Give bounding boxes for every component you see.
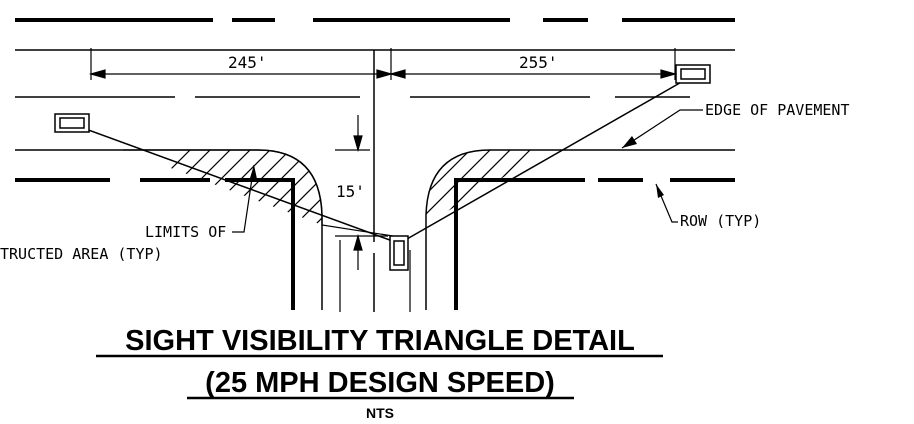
detail-title: SIGHT VISIBILITY TRIANGLE DETAIL [125, 325, 635, 357]
bottom-edge-of-pavement-right [425, 149, 735, 310]
limits-label-line2: TRUCTED AREA (TYP) [0, 245, 163, 263]
detail-subtitle: (25 MPH DESIGN SPEED) [205, 367, 555, 399]
row-leader [655, 183, 678, 223]
limits-leader [232, 164, 255, 233]
setback-label: 15' [336, 182, 365, 201]
leaders [232, 109, 703, 233]
edge-of-pavement-label: EDGE OF PAVEMENT [705, 101, 850, 119]
edge-of-pavement-leader [621, 109, 703, 149]
sight-lines [71, 75, 693, 244]
road-lines [15, 18, 735, 312]
setback-dimension [335, 115, 388, 270]
vehicles [54, 64, 711, 271]
vehicle-side-street [389, 235, 409, 271]
row-line-right [454, 178, 735, 310]
horizontal-dimensions [88, 48, 678, 80]
left-distance-label: 245' [228, 53, 267, 72]
row-label: ROW (TYP) [680, 212, 761, 230]
leader-arrows [250, 136, 664, 198]
sight-line-right [399, 75, 693, 244]
scale-label: NTS [366, 405, 394, 421]
row-line-left [15, 178, 295, 310]
right-distance-label: 255' [519, 53, 558, 72]
limits-label-line1: LIMITS OF [145, 223, 226, 241]
vehicle-right [675, 64, 711, 84]
sight-line-left [71, 123, 399, 244]
vehicle-left [54, 113, 90, 133]
obstructed-area-right [407, 150, 548, 236]
